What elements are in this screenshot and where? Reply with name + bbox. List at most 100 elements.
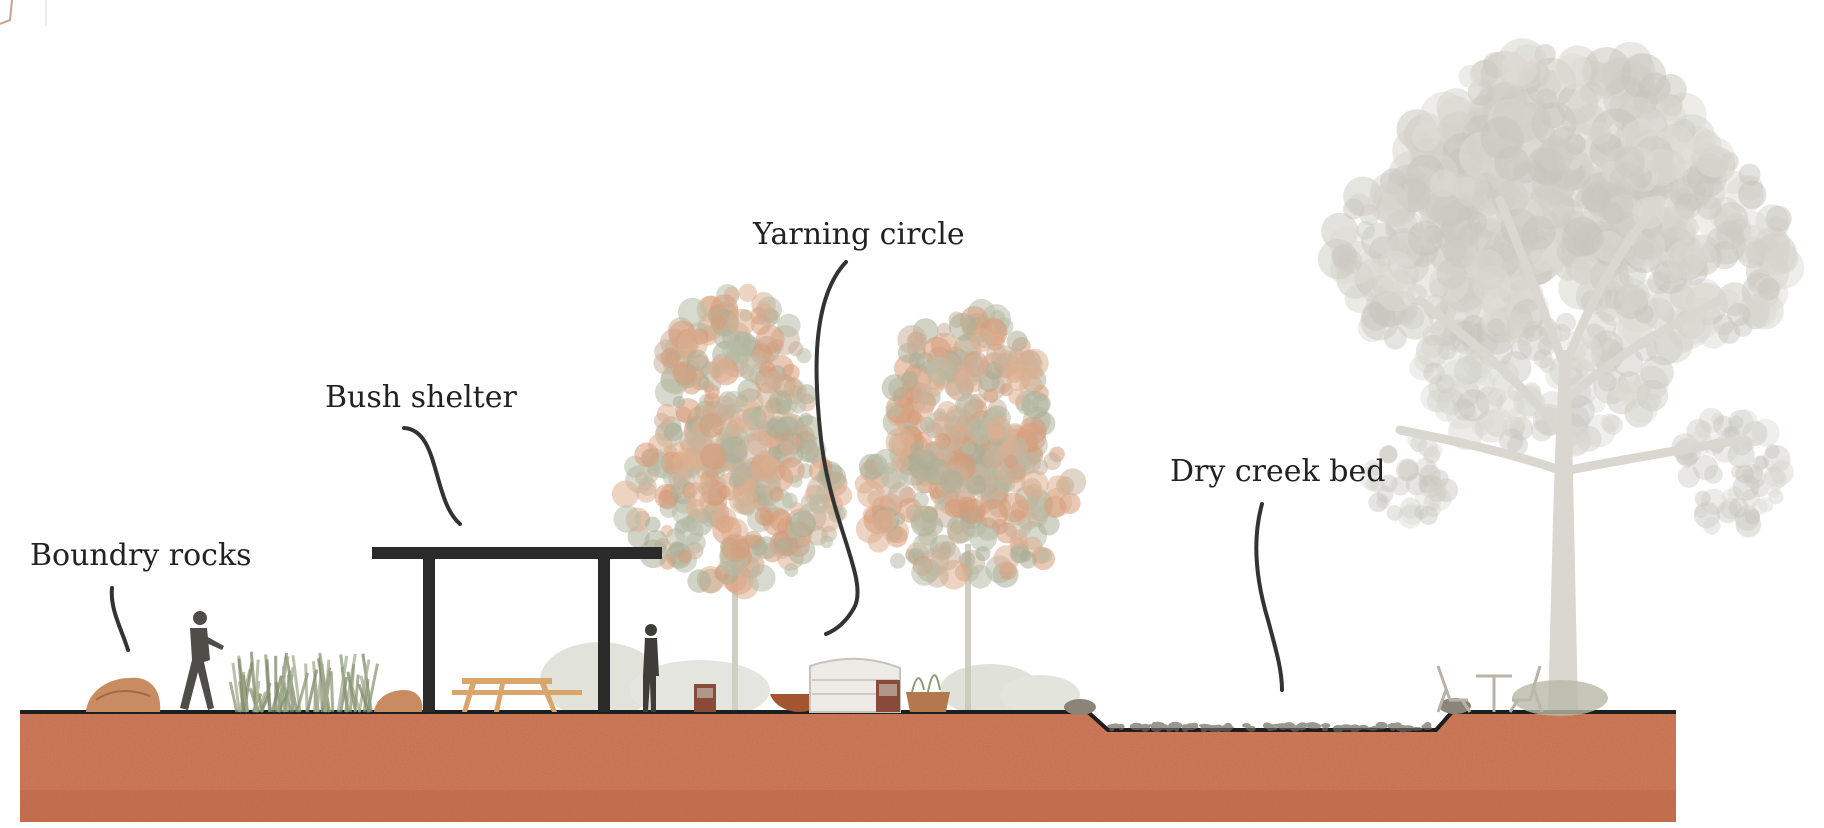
foliage-leaf	[1611, 272, 1634, 295]
tree-trunk	[732, 548, 738, 712]
foliage-leaf	[1710, 241, 1739, 270]
foliage-leaf	[1713, 314, 1735, 336]
foliage-leaf	[784, 563, 799, 577]
foliage-leaf	[789, 474, 803, 488]
foliage-leaf	[789, 510, 817, 538]
leader-lines	[109, 260, 1284, 692]
foliage-leaf	[1374, 250, 1415, 292]
foliage-leaf	[1376, 271, 1416, 312]
foliage-leaf	[1582, 184, 1612, 213]
foliage-leaf	[1618, 371, 1642, 395]
foliage-leaf	[1662, 160, 1715, 213]
foliage-leaf	[1413, 346, 1441, 374]
foliage-leaf	[1421, 173, 1453, 204]
foliage-leaf	[1680, 234, 1723, 277]
foliage-leaf	[982, 449, 1002, 469]
foliage-leaf	[1556, 45, 1599, 88]
foliage-leaf	[1517, 71, 1541, 95]
foliage-leaf	[1752, 275, 1789, 312]
foliage-leaf	[1424, 230, 1463, 269]
foliage-leaf	[1446, 398, 1478, 430]
foliage-leaf	[1511, 299, 1545, 333]
foliage-leaf	[1764, 466, 1785, 487]
foliage-leaf	[1451, 197, 1474, 220]
shrub-stem	[305, 669, 319, 713]
foliage-leaf	[1742, 463, 1764, 485]
foliage-leaf	[1473, 179, 1493, 199]
foliage-leaf	[1492, 115, 1535, 158]
foliage-leaf	[1496, 390, 1525, 419]
foliage-leaf	[1418, 464, 1441, 487]
foliage-leaf	[1742, 420, 1768, 447]
foliage-leaf	[891, 454, 910, 473]
foliage-leaf	[1731, 465, 1745, 479]
foliage-leaf	[1344, 284, 1374, 313]
foliage-leaf	[1586, 311, 1617, 342]
foliage-leaf	[694, 474, 712, 493]
foliage-leaf	[1521, 215, 1556, 250]
foliage-leaf	[1561, 211, 1588, 238]
foliage-leaf	[1580, 323, 1608, 351]
foliage-leaf	[1647, 142, 1682, 178]
foliage-leaf	[1734, 505, 1761, 531]
tree-left-mid	[611, 283, 853, 712]
foliage-leaf	[1496, 104, 1546, 154]
foliage-leaf	[1674, 192, 1701, 220]
foliage-leaf	[1613, 284, 1649, 320]
foliage-leaf	[1613, 318, 1641, 347]
label-dry-creek-bed: Dry creek bed	[1170, 454, 1385, 489]
foliage-leaf	[1586, 180, 1610, 204]
foliage-leaf	[1419, 474, 1443, 499]
foliage-leaf	[1479, 69, 1529, 119]
foliage-leaf	[1380, 474, 1398, 493]
foliage-leaf	[1608, 41, 1653, 87]
foliage-leaf	[1713, 202, 1749, 237]
foliage-leaf	[1767, 242, 1799, 274]
foliage-leaf	[1628, 161, 1659, 192]
foliage-leaf	[1582, 47, 1632, 97]
foliage-leaf	[1436, 111, 1481, 156]
foliage-leaf	[1581, 205, 1603, 227]
foliage-leaf	[1521, 59, 1550, 89]
foliage-leaf	[1622, 152, 1646, 177]
foliage-leaf	[1484, 276, 1507, 299]
foliage-leaf	[1487, 98, 1533, 144]
foliage-leaf	[1477, 245, 1506, 274]
foliage-leaf	[1647, 271, 1671, 295]
foliage-leaf	[1725, 175, 1764, 214]
foliage-leaf	[1411, 122, 1440, 151]
bush-shelter	[372, 547, 662, 712]
foliage-leaf	[1512, 120, 1546, 154]
foliage-leaf	[645, 516, 661, 533]
foliage-leaf	[1579, 81, 1603, 105]
foliage-leaf	[728, 330, 755, 357]
foliage-leaf	[1375, 295, 1408, 328]
foliage-leaf	[1746, 296, 1776, 325]
corner-mark	[0, 0, 13, 25]
foliage-leaf	[1423, 446, 1441, 464]
foliage-leaf	[1550, 157, 1600, 207]
foliage-leaf	[1540, 141, 1588, 189]
foliage-leaf	[1627, 287, 1647, 308]
foliage-leaf	[1593, 177, 1624, 208]
leader-dry-creek-bed	[1254, 502, 1284, 692]
foliage-leaf	[1436, 387, 1465, 416]
foliage-leaf	[1755, 455, 1770, 470]
foliage-leaf	[1597, 372, 1617, 392]
foliage-leaf	[1674, 187, 1694, 206]
foliage-leaf	[976, 331, 994, 349]
foliage-leaf	[1415, 457, 1436, 478]
foliage-leaf	[1550, 225, 1573, 248]
foliage-leaf	[1510, 339, 1532, 361]
foliage-leaf	[1490, 317, 1512, 339]
foliage-leaf	[1613, 189, 1637, 213]
creek-edge-stones	[1064, 698, 1471, 715]
foliage-leaf	[1666, 239, 1706, 279]
foliage-leaf	[686, 349, 709, 372]
foliage-leaf	[1772, 473, 1787, 488]
foliage-leaf	[1530, 419, 1553, 442]
foliage-leaf	[759, 308, 778, 328]
foliage-leaf	[1545, 220, 1588, 262]
foliage-leaf	[1445, 234, 1480, 269]
leader-yarning-circle	[814, 260, 860, 636]
